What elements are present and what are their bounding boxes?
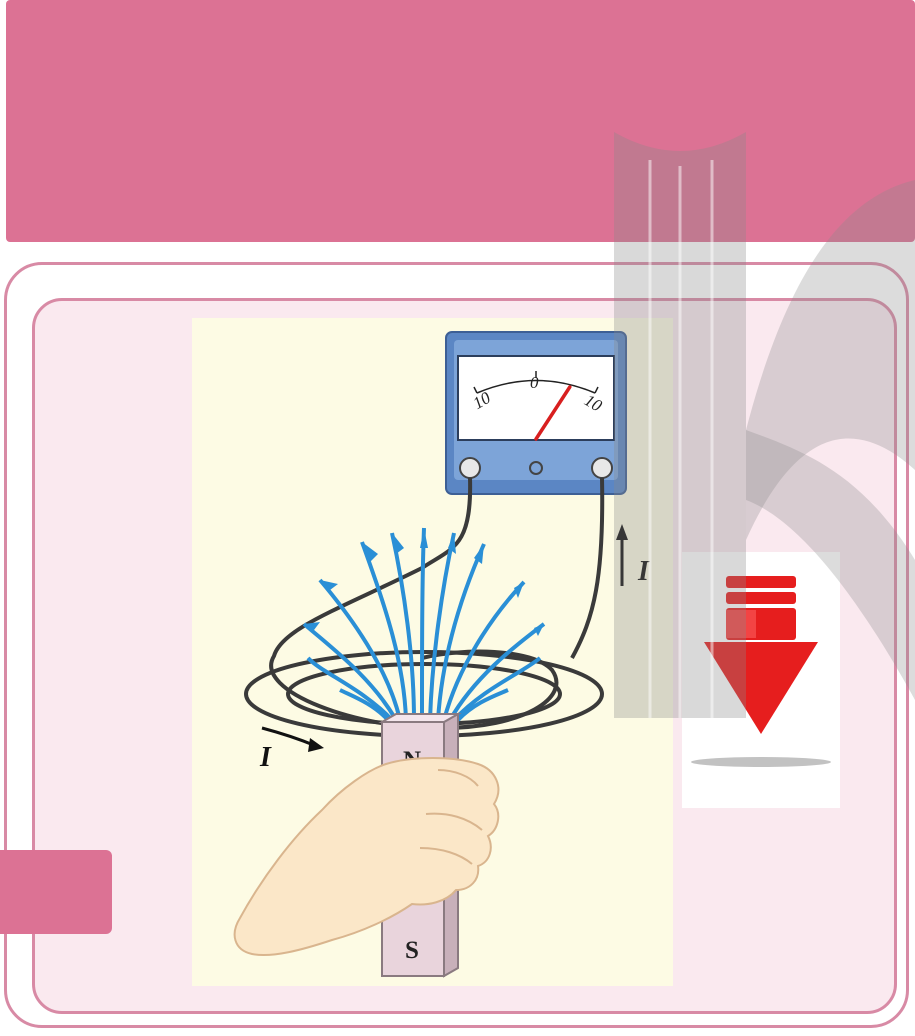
current-label-right: I — [637, 556, 650, 587]
magnetic-field-lines — [304, 528, 544, 720]
current-arrow-right: I — [616, 524, 650, 587]
galvanometer: 10 0 10 — [446, 332, 626, 494]
right-wire — [572, 478, 602, 658]
side-tab — [0, 850, 112, 934]
download-arrow-icon[interactable] — [682, 552, 840, 808]
current-arrow-coil: I — [259, 728, 324, 773]
current-label-coil: I — [259, 742, 272, 773]
diagram-canvas: 10 0 10 — [192, 318, 673, 986]
right-terminal — [592, 458, 612, 478]
left-terminal — [460, 458, 480, 478]
scale-zero-label: 0 — [530, 373, 539, 392]
magnet-south-label: S — [405, 937, 419, 964]
header-band — [6, 0, 915, 242]
download-button[interactable] — [682, 552, 840, 808]
induction-diagram: 10 0 10 — [192, 318, 673, 986]
